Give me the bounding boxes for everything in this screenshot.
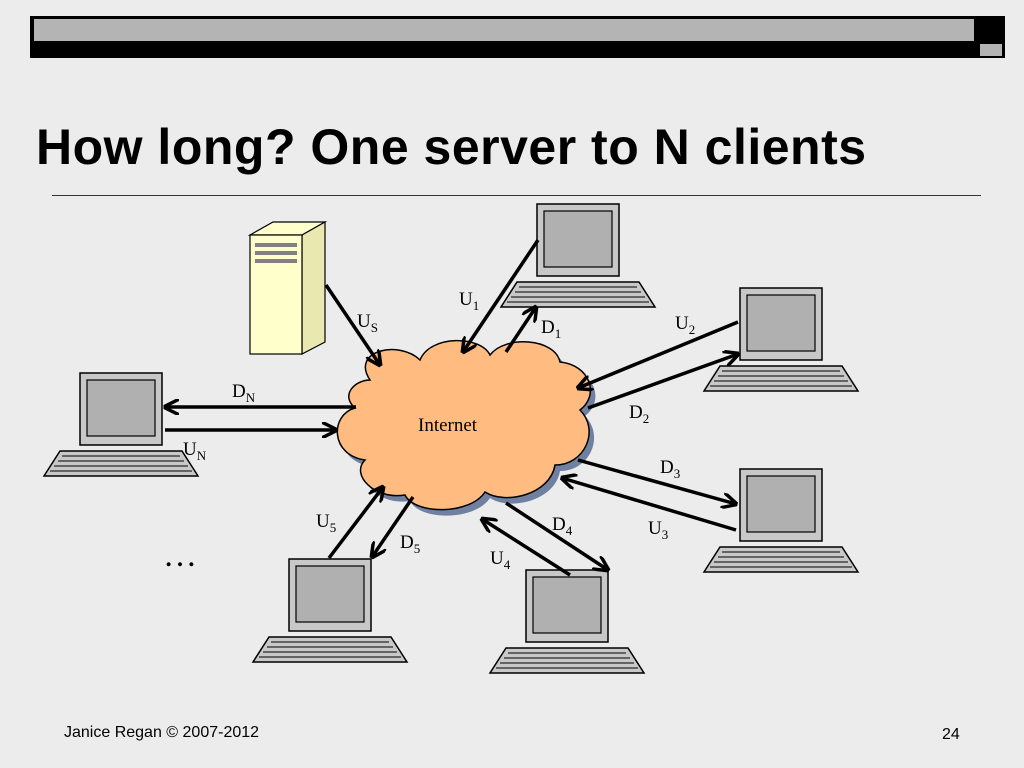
- link-label-d3: D3: [660, 457, 680, 481]
- upload-arrow-2: [578, 320, 739, 388]
- link-label-d4: D4: [552, 514, 573, 538]
- laptop-icon: [703, 287, 859, 392]
- laptop-icon: [500, 203, 656, 308]
- server-icon: [247, 220, 328, 355]
- download-arrow-5: [372, 496, 415, 557]
- link-label-u4: U4: [490, 548, 511, 572]
- link-label-u3: U3: [648, 518, 668, 542]
- laptop-icon: [252, 558, 408, 663]
- link-label-us: US: [357, 311, 378, 335]
- link-label-dn: DN: [232, 381, 256, 405]
- laptop-icon: [489, 569, 645, 674]
- top-banner-bar: [34, 19, 974, 41]
- link-label-d5: D5: [400, 532, 420, 556]
- footer-author: Janice Regan © 2007-2012: [64, 724, 260, 741]
- link-label-u1: U1: [459, 289, 479, 313]
- download-arrow-4: [505, 501, 608, 570]
- upload-arrow-server: [324, 284, 380, 365]
- internet-label: Internet: [418, 415, 478, 436]
- link-label-d2: D2: [629, 402, 649, 426]
- download-arrow-1: [504, 307, 536, 353]
- link-labels: US U1 D1 U2 D2 D3 U3 D4 U4 U5 D5 DN UN: [183, 289, 695, 572]
- internet-cloud-icon: [336, 339, 596, 516]
- upload-arrow-4: [482, 519, 571, 577]
- upload-arrow-3: [562, 478, 737, 532]
- page-number: 24: [942, 726, 960, 743]
- slide-title: How long? One server to N clients: [36, 119, 867, 175]
- top-banner-corner: [980, 44, 1002, 56]
- link-label-u2: U2: [675, 313, 695, 337]
- laptop-icon: [703, 468, 859, 573]
- title-divider: [52, 195, 981, 196]
- download-arrow-2: [587, 354, 738, 410]
- link-label-d1: D1: [541, 317, 561, 341]
- link-label-un: UN: [183, 439, 207, 463]
- upload-arrow-1: [463, 239, 540, 352]
- laptop-icon: [43, 372, 199, 477]
- link-label-u5: U5: [316, 511, 336, 535]
- upload-arrow-5: [327, 487, 383, 560]
- more-clients-ellipsis: …: [163, 537, 197, 574]
- download-arrow-3: [577, 458, 736, 504]
